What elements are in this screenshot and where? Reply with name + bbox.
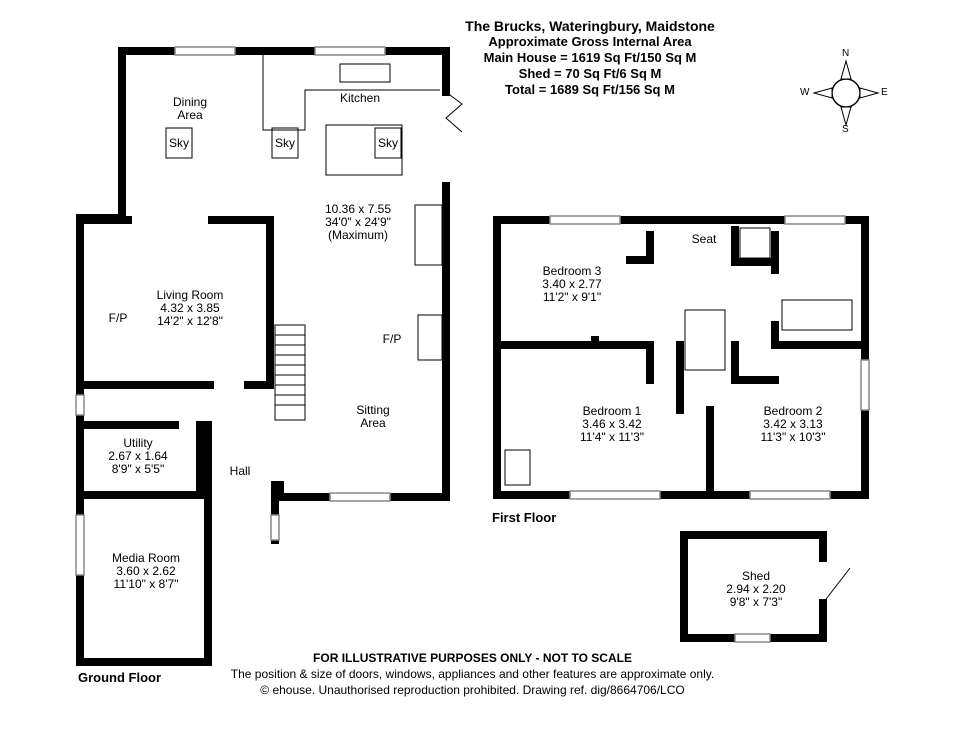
- kitchen-label: Kitchen: [339, 91, 381, 105]
- room-ft: 11'3" x 10'3": [760, 430, 826, 444]
- compass-e: E: [881, 87, 888, 98]
- room-name: Utility: [123, 436, 153, 450]
- open-plan-dimensions: 10.36 x 7.55 34'0" x 24'9" (Maximum): [325, 203, 391, 242]
- room-name: Bedroom 1: [582, 404, 642, 418]
- living-room-label: Living Room 4.32 x 3.85 14'2" x 12'8": [157, 289, 224, 328]
- kitchen-fittings: [165, 55, 463, 421]
- room-ft: 8'9" x 5'5": [111, 462, 165, 476]
- media-room-label: Media Room 3.60 x 2.62 11'10" x 8'7": [112, 552, 180, 591]
- ground-floor-label: Ground Floor: [78, 670, 162, 685]
- footer: FOR ILLUSTRATIVE PURPOSES ONLY - NOT TO …: [200, 650, 745, 698]
- area-subtitle: Approximate Gross Internal Area: [488, 34, 692, 49]
- room-name: Bedroom 3: [542, 264, 602, 278]
- dining-area-label: Dining Area: [172, 95, 208, 122]
- room-m: 2.67 x 1.64: [108, 449, 168, 463]
- disclaimer: FOR ILLUSTRATIVE PURPOSES ONLY - NOT TO …: [313, 651, 632, 665]
- bedroom-1-label: Bedroom 1 3.46 x 3.42 11'4" x 11'3": [580, 405, 644, 444]
- first-floor-label: First Floor: [492, 510, 557, 525]
- property-title: The Brucks, Wateringbury, Maidstone: [465, 18, 715, 34]
- room-ft: 11'4" x 11'3": [579, 430, 645, 444]
- sitting-area-label: Sitting Area: [356, 404, 389, 430]
- bedroom-2-label: Bedroom 2 3.42 x 3.13 11'3" x 10'3": [761, 405, 826, 444]
- room-ft: 11'2" x 9'1": [542, 290, 602, 304]
- total-area: Total = 1689 Sq Ft/156 Sq M: [505, 82, 675, 97]
- dim-note: (Maximum): [328, 228, 388, 242]
- bedroom-3-label: Bedroom 3 3.40 x 2.77 11'2" x 9'1": [542, 265, 601, 304]
- room-name: Area: [360, 416, 386, 430]
- utility-label: Utility 2.67 x 1.64 8'9" x 5'5": [108, 437, 167, 476]
- dim-m: 10.36 x 7.55: [324, 202, 392, 216]
- room-name: Living Room: [156, 288, 224, 302]
- room-m: 4.32 x 3.85: [160, 301, 220, 315]
- room-name: Bedroom 2: [763, 404, 823, 418]
- main-house-area: Main House = 1619 Sq Ft/150 Sq M: [483, 50, 697, 65]
- first-floor-walls: [493, 215, 870, 500]
- room-m: 2.94 x 2.20: [726, 582, 786, 596]
- fireplace-label: F/P: [108, 311, 128, 325]
- seat-label: Seat: [691, 232, 717, 246]
- ground-floor-walls: [75, 46, 450, 666]
- shed-walls: [680, 531, 851, 643]
- compass-icon: [812, 59, 880, 127]
- room-name: Shed: [741, 569, 771, 583]
- compass-n: N: [842, 48, 850, 59]
- skylight-label: Sky: [168, 136, 190, 150]
- room-ft: 14'2" x 12'8": [157, 314, 223, 328]
- shed-label: Shed 2.94 x 2.20 9'8" x 7'3": [726, 570, 785, 609]
- room-m: 3.40 x 2.77: [542, 277, 602, 291]
- room-m: 3.46 x 3.42: [582, 417, 642, 431]
- room-ft: 11'10" x 8'7": [113, 577, 179, 591]
- room-ft: 9'8" x 7'3": [729, 595, 783, 609]
- skylight-label: Sky: [377, 136, 399, 150]
- dim-ft: 34'0" x 24'9": [325, 215, 391, 229]
- room-name: Sitting: [356, 403, 390, 417]
- room-name: Media Room: [111, 551, 181, 565]
- copyright: © ehouse. Unauthorised reproduction proh…: [260, 683, 685, 697]
- hall-label: Hall: [229, 464, 251, 478]
- room-m: 3.42 x 3.13: [763, 417, 823, 431]
- footer-note: The position & size of doors, windows, a…: [230, 667, 715, 681]
- compass-s: S: [842, 124, 849, 135]
- skylight-label: Sky: [274, 136, 296, 150]
- shed-area: Shed = 70 Sq Ft/6 Sq M: [518, 66, 662, 81]
- room-m: 3.60 x 2.62: [116, 564, 176, 578]
- compass-w: W: [800, 87, 810, 98]
- fireplace-label: F/P: [382, 332, 402, 346]
- title-block: The Brucks, Wateringbury, Maidstone Appr…: [440, 18, 740, 98]
